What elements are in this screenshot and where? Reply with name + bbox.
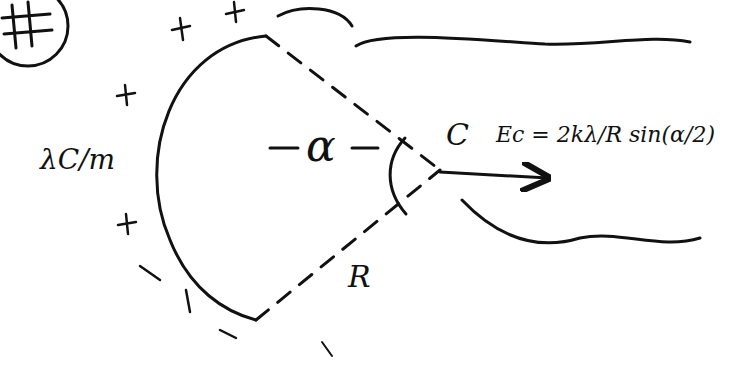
- tick-mark: [322, 342, 332, 356]
- charged-arc: [157, 36, 266, 320]
- radius-label: R: [348, 262, 371, 292]
- callout-cloud: [356, 37, 690, 46]
- angle-label: α: [306, 124, 336, 168]
- center-label: C: [446, 120, 469, 150]
- callout-bracket: [278, 9, 352, 26]
- callout-cloud: [462, 200, 700, 243]
- angle-arc: [390, 138, 406, 214]
- charge-signs: [117, 2, 244, 338]
- field-arrow: [440, 172, 548, 178]
- radius-line: [256, 170, 440, 320]
- field-equation: Ec = 2kλ/R sin(α/2): [496, 124, 715, 146]
- hash-symbol: [0, 0, 68, 66]
- radius-line: [266, 36, 440, 170]
- charge-density-label: λC/m: [40, 146, 115, 174]
